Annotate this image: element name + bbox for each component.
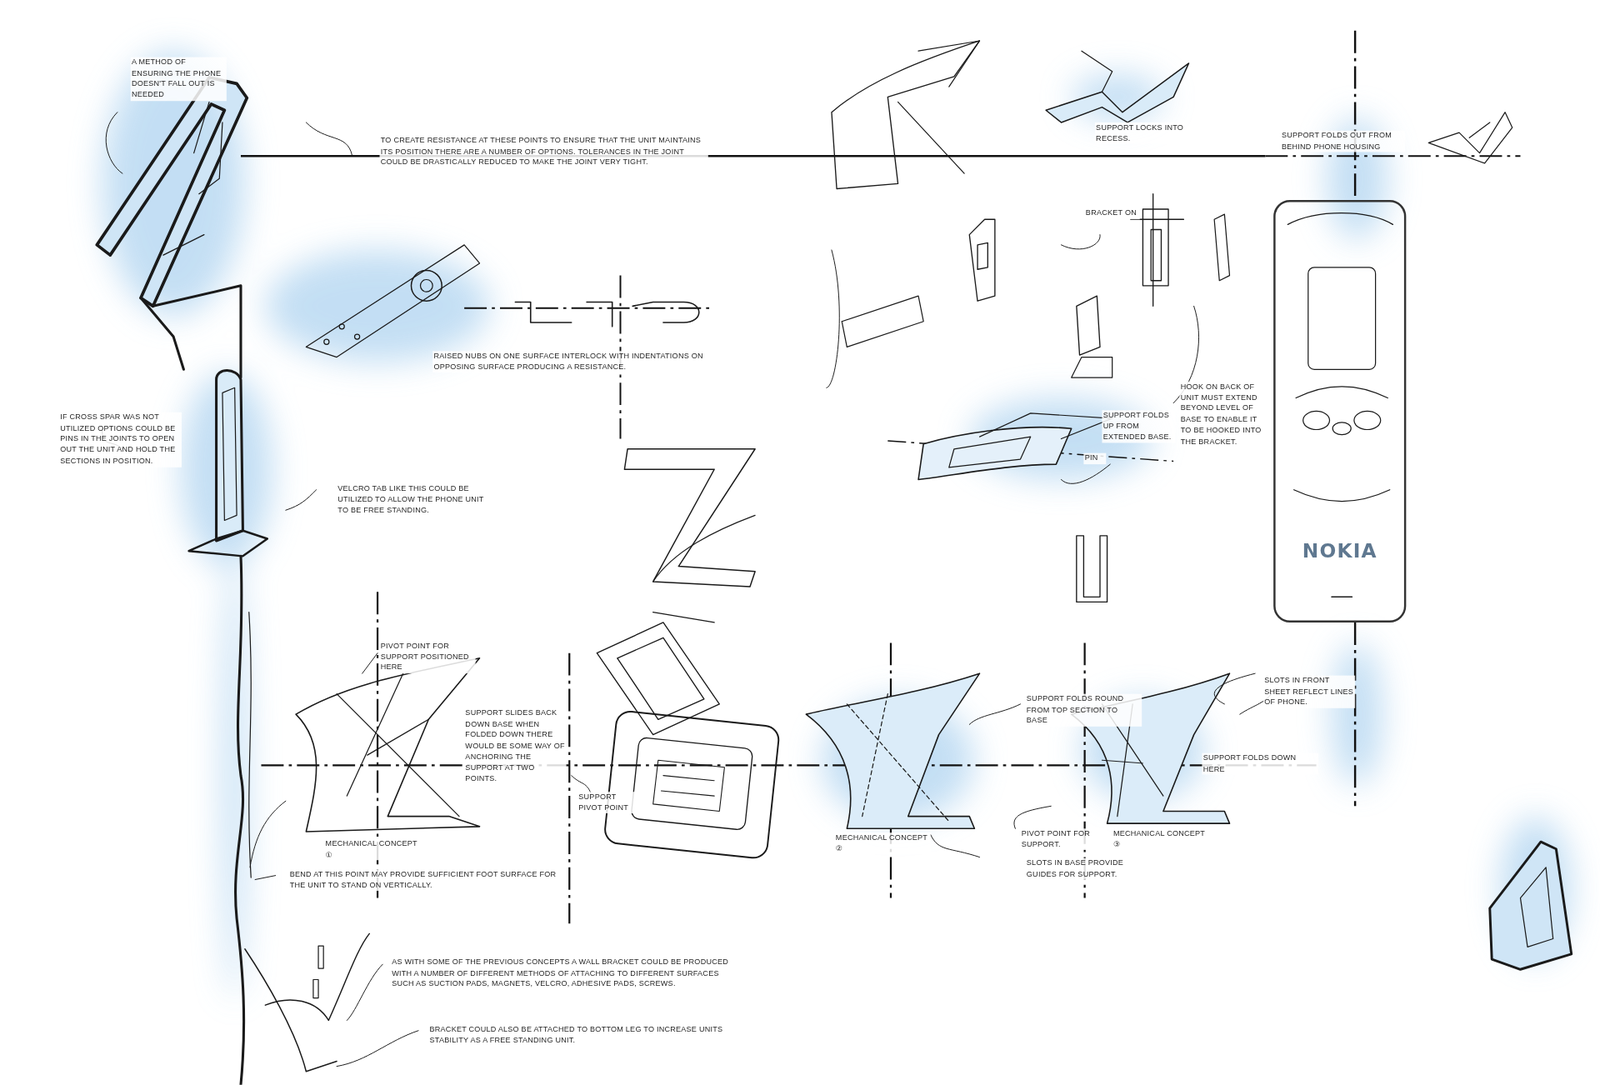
annotation-note: SUPPORT PIVOT POINT (577, 791, 643, 814)
annotation-note: A METHOD OF ENSURING THE PHONE DOESN'T F… (130, 57, 227, 102)
annotation-note: BRACKET ON (1085, 208, 1140, 220)
annotation-note: PIVOT POINT FOR SUPPORT. (1020, 828, 1106, 850)
phone-housing: NOKIA (1273, 200, 1406, 623)
annotation-note: SUPPORT FOLDS DOWN HERE (1201, 753, 1319, 775)
annotation-note: SLOTS IN FRONT SHEET REFLECT LINES OF PH… (1263, 675, 1355, 709)
annotation-note: SLOTS IN BASE PROVIDE GUIDES FOR SUPPORT… (1025, 858, 1150, 880)
annotation-note: SUPPORT FOLDS UP FROM EXTENDED BASE. (1101, 410, 1175, 443)
annotation-note: TO CREATE RESISTANCE AT THESE POINTS TO … (380, 135, 709, 169)
annotation-note: SUPPORT SLIDES BACK DOWN BASE WHEN FOLDE… (464, 708, 566, 785)
annotation-note: VELCRO TAB LIKE THIS COULD BE UTILIZED T… (336, 483, 492, 516)
annotation-note: BRACKET COULD ALSO BE ATTACHED TO BOTTOM… (428, 1024, 729, 1046)
annotation-note: HOOK ON BACK OF UNIT MUST EXTEND BEYOND … (1180, 381, 1270, 448)
annotation-note: MECHANICAL CONCEPT ② (835, 832, 931, 855)
annotation-note: PIVOT POINT FOR SUPPORT POSITIONED HERE (380, 640, 476, 674)
annotation-note: SUPPORT FOLDS ROUND FROM TOP SECTION TO … (1025, 694, 1143, 727)
brand-logo: NOKIA (1275, 539, 1405, 562)
annotation-note: BEND AT THIS POINT MAY PROVIDE SUFFICIEN… (289, 869, 567, 891)
annotation-note: MECHANICAL CONCEPT ③ (1112, 828, 1209, 850)
annotation-note: RAISED NUBS ON ONE SURFACE INTERLOCK WIT… (432, 350, 731, 373)
annotation-note: MECHANICAL CONCEPT ① (324, 839, 420, 861)
annotation-note: IF CROSS SPAR WAS NOT UTILIZED OPTIONS C… (59, 412, 182, 468)
annotation-note: PIN (1083, 453, 1106, 465)
annotation-note: AS WITH SOME OF THE PREVIOUS CONCEPTS A … (390, 957, 730, 990)
annotation-note: SUPPORT LOCKS INTO RECESS. (1095, 122, 1185, 145)
annotation-note: SUPPORT FOLDS OUT FROM BEHIND PHONE HOUS… (1280, 130, 1405, 153)
